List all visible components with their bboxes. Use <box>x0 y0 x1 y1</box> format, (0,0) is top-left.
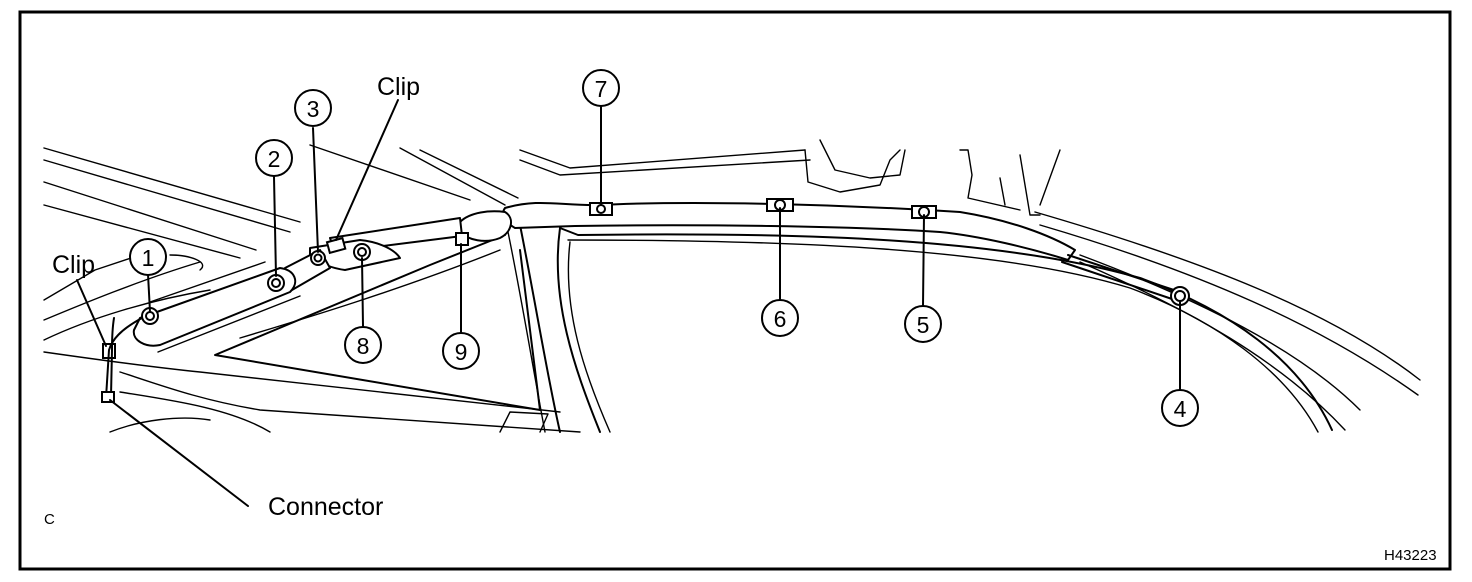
callout-2: 2 <box>255 139 293 177</box>
connector-part <box>101 391 115 403</box>
callout-6-text: 6 <box>774 306 787 332</box>
wire-harness <box>105 317 143 399</box>
figure-id: H43223 <box>1384 547 1437 564</box>
clip-left-label: Clip <box>52 251 95 279</box>
callout-8-text: 8 <box>357 333 370 359</box>
callout-9: 9 <box>442 332 480 370</box>
connector-label: Connector <box>268 493 383 521</box>
callout-4: 4 <box>1161 389 1199 427</box>
clip-top-part <box>325 236 347 255</box>
callout-3-text: 3 <box>307 96 320 122</box>
callout-7: 7 <box>582 69 620 107</box>
bolt-3 <box>310 250 326 266</box>
callout-1: 1 <box>129 238 167 276</box>
bolt-9 <box>455 232 469 246</box>
figure-frame <box>18 10 1452 571</box>
bolt-5 <box>911 205 937 219</box>
callout-5-text: 5 <box>917 312 930 338</box>
callout-7-text: 7 <box>595 76 608 102</box>
bolt-2 <box>267 274 285 292</box>
curtain-airbag-assembly <box>132 201 1181 353</box>
callout-1-text: 1 <box>142 245 155 271</box>
vehicle-body-outline <box>43 139 1421 433</box>
bolts <box>101 198 1190 403</box>
corner-mark: C <box>44 511 55 528</box>
callout-4-text: 4 <box>1174 396 1187 422</box>
bolt-1 <box>141 307 159 325</box>
callout-9-text: 9 <box>455 339 468 365</box>
clip-top-label: Clip <box>377 73 420 101</box>
callout-6: 6 <box>761 299 799 337</box>
callout-8: 8 <box>344 326 382 364</box>
leader-lines <box>76 99 1181 507</box>
callout-3: 3 <box>294 89 332 127</box>
callout-2-text: 2 <box>268 146 281 172</box>
callout-5: 5 <box>904 305 942 343</box>
